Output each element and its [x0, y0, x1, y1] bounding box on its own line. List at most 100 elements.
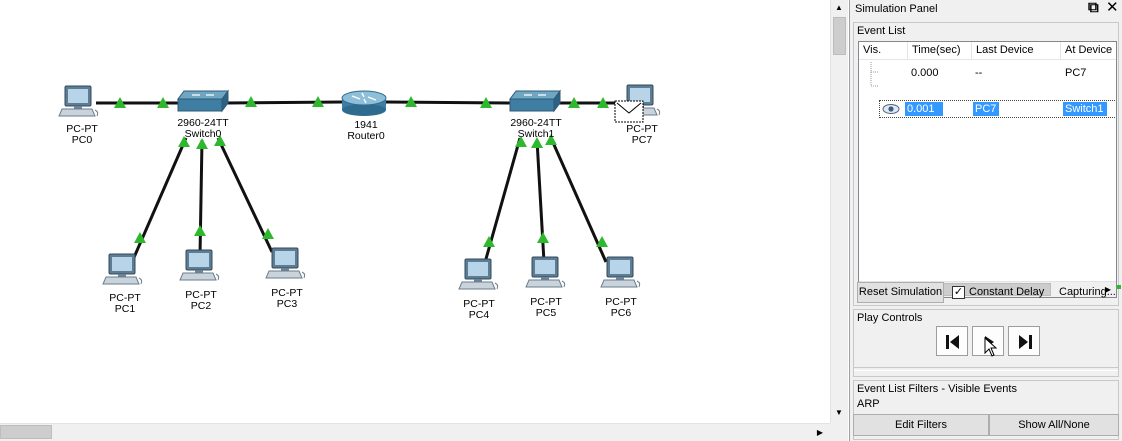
pc2-pc-icon[interactable]	[179, 249, 220, 281]
device-model-label: PC-PT	[109, 292, 141, 304]
link-status-up-indicator	[194, 225, 206, 236]
cable-switch0-pc1[interactable]	[130, 137, 188, 263]
device-name-label: PC4	[468, 309, 490, 321]
link-status-up-indicator	[157, 97, 169, 108]
link-status-up-indicator	[214, 135, 226, 146]
link-status-up-indicator	[312, 96, 324, 107]
device-model-label: PC-PT	[530, 296, 562, 308]
cable-switch1-pc5[interactable]	[535, 139, 546, 263]
link-status-up-indicator	[262, 228, 274, 239]
play-speed-track[interactable]	[854, 367, 1118, 371]
row-focus-rect	[879, 100, 1116, 118]
scroll-down-arrow-icon[interactable]: ▼	[835, 408, 843, 417]
router0-router-icon[interactable]	[341, 90, 387, 116]
topology-canvas[interactable]	[0, 0, 830, 423]
envelope-icon[interactable]	[614, 100, 644, 123]
device-name-label: PC5	[535, 307, 557, 319]
link-status-up-indicator	[531, 137, 543, 148]
scroll-thumb[interactable]	[833, 17, 846, 55]
device-name-label: PC3	[276, 298, 298, 310]
switch0-switch-icon[interactable]	[177, 89, 229, 113]
device-model-label: PC-PT	[463, 298, 495, 310]
cable-switch0-pc3[interactable]	[216, 137, 274, 253]
scroll-up-arrow-icon[interactable]: ▲	[835, 3, 843, 12]
eye-icon[interactable]	[881, 103, 901, 115]
workspace-horizontal-scrollbar[interactable]: ▶	[0, 423, 830, 441]
constant-delay-label[interactable]: Constant Delay	[969, 286, 1045, 298]
capture-indicator	[1117, 285, 1121, 289]
device-model-label: 2960-24TT	[510, 117, 562, 129]
scroll-thumb[interactable]	[0, 425, 52, 439]
event-list-group: Event List Vis. Time(sec) Last Device At…	[853, 22, 1119, 306]
pc5-pc-icon[interactable]	[525, 256, 566, 288]
reset-simulation-button[interactable]: Reset Simulation	[857, 282, 944, 303]
pc0-pc-icon[interactable]	[58, 85, 99, 117]
link-status-up-indicator	[480, 97, 492, 108]
event-last-device: --	[975, 67, 983, 79]
mouse-cursor-icon	[984, 337, 998, 357]
switch1-switch-icon[interactable]	[509, 89, 561, 113]
restore-window-icon[interactable]: ⧉	[1088, 0, 1099, 16]
cable-switch1-pc6[interactable]	[549, 137, 608, 263]
event-filter-value: ARP	[857, 398, 880, 410]
step-forward-button[interactable]	[1008, 326, 1040, 356]
scroll-right-arrow-icon[interactable]: ▶	[1104, 285, 1112, 294]
show-all-none-button[interactable]: Show All/None	[989, 414, 1119, 436]
cable-router0-switch1[interactable]	[385, 100, 513, 105]
device-name-label: Router0	[347, 130, 385, 142]
pc6-pc-icon[interactable]	[600, 256, 641, 288]
pc4-pc-icon[interactable]	[458, 258, 499, 290]
event-at-device: Switch1	[1063, 102, 1107, 116]
column-header-vis[interactable]: Vis.	[859, 42, 908, 60]
event-time: 0.000	[911, 67, 939, 79]
link-status-up-indicator	[568, 97, 580, 108]
event-list-table[interactable]: Vis. Time(sec) Last Device At Device 0.0…	[858, 41, 1117, 298]
panel-title: Simulation Panel	[855, 3, 938, 15]
pc3-pc-icon[interactable]	[265, 247, 306, 279]
edit-filters-button[interactable]: Edit Filters	[853, 414, 989, 436]
link-status-up-indicator	[515, 136, 527, 147]
link-status-up-indicator	[134, 232, 146, 243]
cable-switch0-pc2[interactable]	[198, 139, 204, 257]
device-name-label: PC0	[71, 134, 93, 146]
link-status-up-indicator	[537, 232, 549, 243]
device-model-label: PC-PT	[626, 123, 658, 135]
constant-delay-checkbox[interactable]: ✓	[952, 286, 965, 299]
event-at-device: PC7	[1065, 67, 1087, 79]
close-icon[interactable]: ✕	[1106, 0, 1119, 16]
scrollbar-corner	[830, 423, 848, 441]
event-tree-lines	[870, 62, 879, 87]
link-status-up-indicator	[545, 134, 557, 145]
link-status-up-indicator	[483, 236, 495, 247]
device-model-label: PC-PT	[605, 296, 637, 308]
column-header-last-device[interactable]: Last Device	[972, 42, 1061, 60]
cable-switch0-router0[interactable]	[225, 100, 344, 105]
pc1-pc-icon[interactable]	[102, 253, 143, 285]
device-model-label: PC-PT	[66, 123, 98, 135]
device-name-label: Switch1	[517, 128, 555, 140]
workspace-vertical-scrollbar[interactable]: ▲ ▼	[830, 0, 848, 423]
simulation-panel: Simulation Panel ⧉ ✕ Event List Vis. Tim…	[849, 0, 1122, 441]
step-back-button[interactable]	[936, 326, 968, 356]
link-status-up-indicator	[178, 136, 190, 147]
scroll-right-arrow-icon[interactable]: ▶	[816, 428, 824, 437]
device-name-label: Switch0	[184, 128, 222, 140]
capturing-status: Capturing...	[1059, 286, 1116, 298]
device-name-label: PC1	[114, 303, 136, 315]
link-status-up-indicator	[405, 96, 417, 107]
event-filters-title: Event List Filters - Visible Events	[857, 383, 1017, 395]
column-header-at-device[interactable]: At Device	[1061, 42, 1116, 60]
link-status-up-indicator	[596, 236, 608, 247]
column-header-time[interactable]: Time(sec)	[908, 42, 972, 60]
device-name-label: PC7	[631, 134, 653, 146]
event-last-device: PC7	[973, 102, 999, 116]
